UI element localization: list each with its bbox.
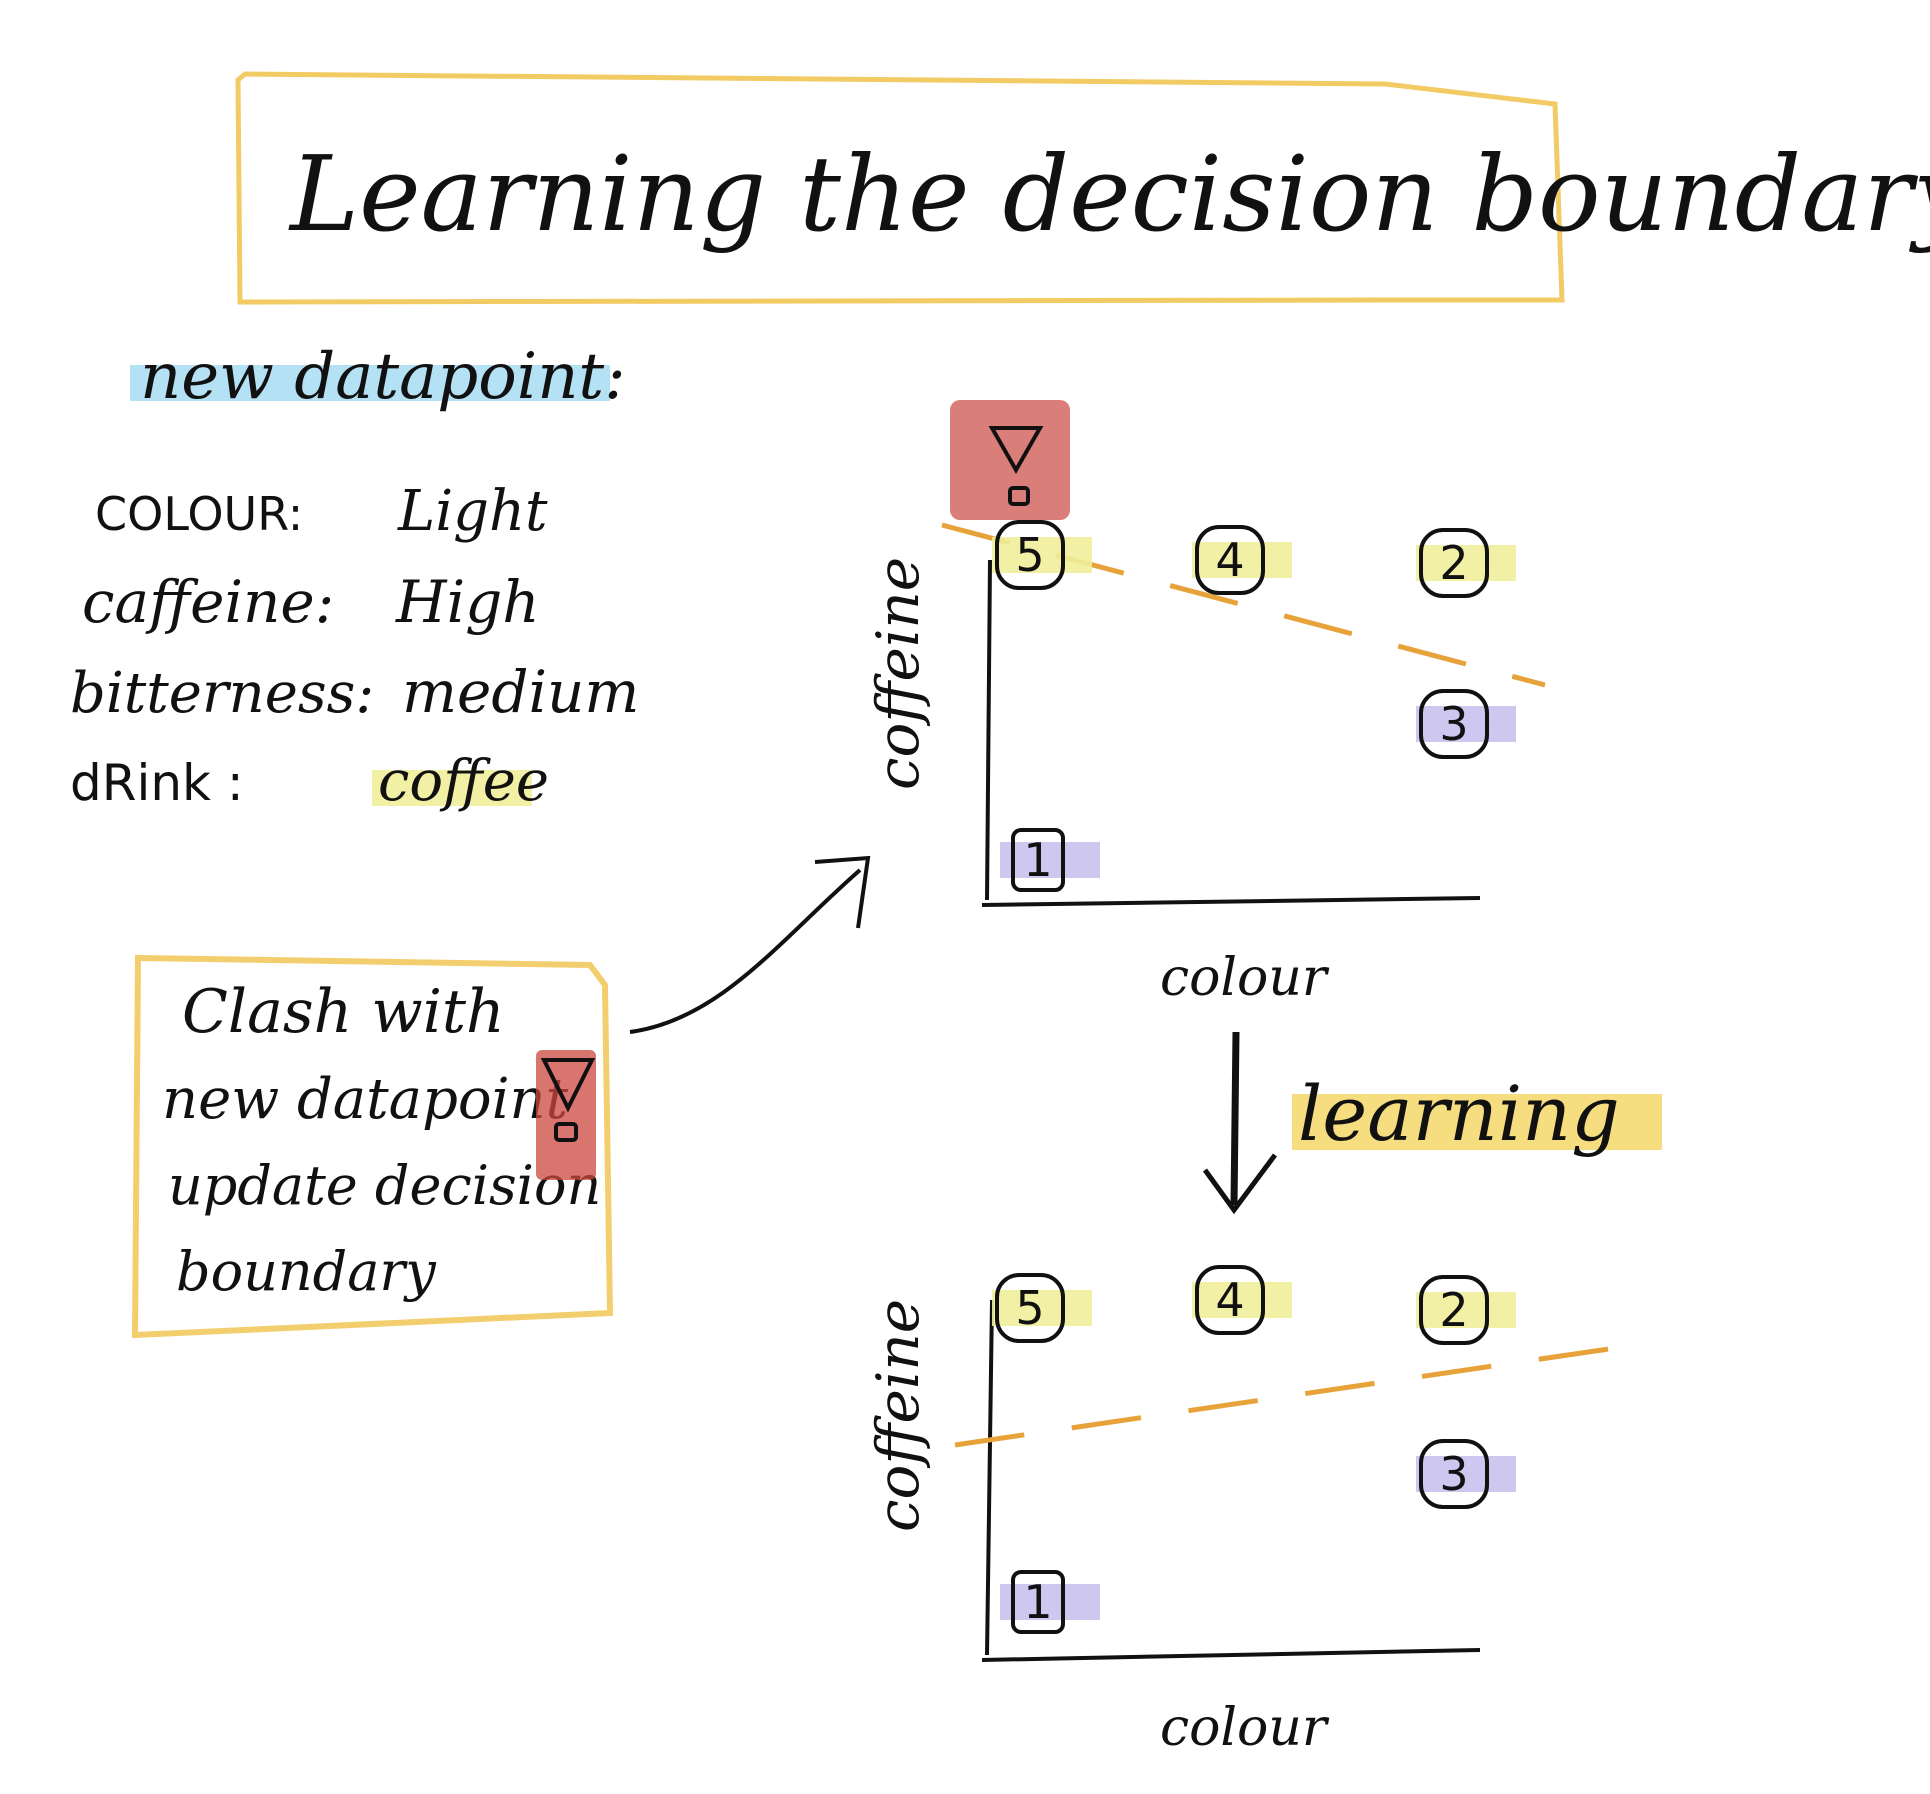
decision-boundary xyxy=(941,522,1546,688)
y-axis-label: coffeine xyxy=(864,1299,932,1532)
point-highlight xyxy=(1192,1282,1292,1318)
point-marker xyxy=(1011,1570,1065,1634)
attr-key-caffeine: caffeine: xyxy=(82,568,334,636)
point-label: 4 xyxy=(1215,533,1244,587)
point-highlight xyxy=(1000,842,1100,878)
point-marker xyxy=(1419,1275,1489,1345)
point-highlight xyxy=(1000,1584,1100,1620)
x-axis xyxy=(981,1648,1481,1662)
alert-exclamation-icon xyxy=(950,400,1070,520)
point-marker xyxy=(1419,1439,1489,1509)
attr-value-drink: coffee xyxy=(378,749,549,814)
decision-boundary xyxy=(954,1342,1637,1448)
data-point-2: 2 xyxy=(1416,528,1516,598)
y-axis-label: coffeine xyxy=(864,557,932,790)
point-highlight xyxy=(1416,545,1516,581)
attr-value-caffeine: High xyxy=(395,568,540,636)
x-axis-label: colour xyxy=(1160,1698,1330,1758)
attr-value-colour: Light xyxy=(397,479,548,544)
alert-exclamation-icon xyxy=(536,1050,596,1180)
title-panel: Learning the decision boundary xyxy=(235,71,1930,305)
point-label: 3 xyxy=(1439,1447,1468,1501)
data-point-3: 3 xyxy=(1416,689,1516,759)
point-highlight xyxy=(1416,1292,1516,1328)
attr-key-colour: COLOUR: xyxy=(95,487,303,541)
point-highlight xyxy=(1192,542,1292,578)
point-label: 1 xyxy=(1023,833,1052,887)
data-point-1: 1 xyxy=(1000,828,1100,892)
point-marker xyxy=(1195,525,1265,595)
y-axis xyxy=(985,1299,994,1656)
data-point-5: 5 xyxy=(992,520,1092,590)
point-label: 3 xyxy=(1439,697,1468,751)
point-highlight xyxy=(1416,1456,1516,1492)
data-point-1: 1 xyxy=(1000,1570,1100,1634)
data-point-3: 3 xyxy=(1416,1439,1516,1509)
point-marker xyxy=(1011,828,1065,892)
attr-key-drink: dRink : xyxy=(70,754,244,812)
plot-after: coffeine colour 1 2 3 4 5 xyxy=(864,1265,1637,1758)
point-marker xyxy=(1419,528,1489,598)
attr-key-bitterness: bitterness: xyxy=(70,661,374,726)
learning-highlight xyxy=(1292,1094,1662,1150)
learning-arrow: learning xyxy=(1202,1031,1662,1215)
point-marker xyxy=(995,520,1065,590)
new-datapoint-panel: new datapoint: COLOUR: Light caffeine: H… xyxy=(70,340,639,814)
point-label: 2 xyxy=(1439,536,1468,590)
point-label: 1 xyxy=(1023,1575,1052,1629)
point-highlight xyxy=(992,537,1092,573)
note-line-4: boundary xyxy=(176,1240,437,1303)
note-line-1: Clash with xyxy=(182,977,505,1047)
learning-label: learning xyxy=(1298,1069,1620,1158)
note-frame xyxy=(131,954,614,1339)
point-label: 5 xyxy=(1015,1281,1044,1335)
connector-arrow xyxy=(629,855,871,1034)
new-datapoint-heading: new datapoint: xyxy=(140,340,626,414)
point-label: 4 xyxy=(1215,1273,1244,1327)
point-marker xyxy=(995,1273,1065,1343)
point-marker xyxy=(1195,1265,1265,1335)
data-point-4: 4 xyxy=(1192,1265,1292,1335)
point-label: 2 xyxy=(1439,1283,1468,1337)
attr-value-bitterness: medium xyxy=(402,658,639,726)
x-axis xyxy=(981,896,1481,907)
point-label: 5 xyxy=(1015,528,1044,582)
y-axis xyxy=(985,559,992,901)
drink-highlight xyxy=(372,770,532,806)
title-frame xyxy=(235,71,1565,305)
point-highlight xyxy=(1416,706,1516,742)
point-highlight xyxy=(992,1290,1092,1326)
x-axis-label: colour xyxy=(1160,948,1330,1008)
data-point-5: 5 xyxy=(992,1273,1092,1343)
page-title: Learning the decision boundary xyxy=(288,133,1930,255)
note-panel: Clash with new datapoint update decision… xyxy=(131,954,614,1339)
data-point-4: 4 xyxy=(1192,525,1292,595)
note-line-3: update decision xyxy=(168,1154,601,1217)
point-marker xyxy=(1419,689,1489,759)
heading-highlight xyxy=(130,365,610,401)
data-point-2: 2 xyxy=(1416,1275,1516,1345)
note-line-2: new datapoint xyxy=(162,1067,569,1132)
plot-before: coffeine colour 1 2 3 4 5 xyxy=(864,400,1546,1008)
